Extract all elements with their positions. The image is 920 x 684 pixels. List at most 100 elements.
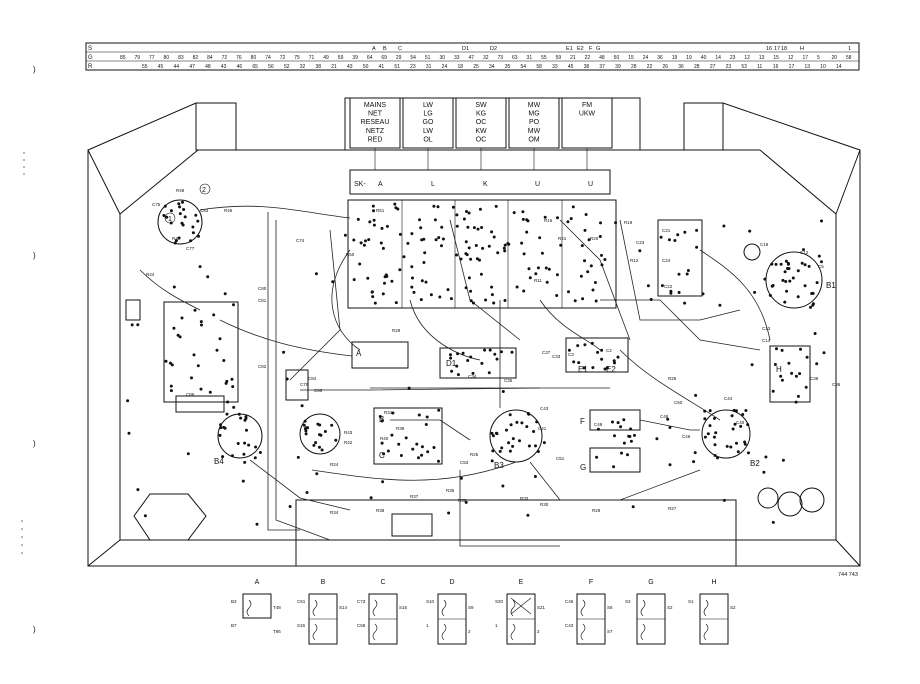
scale-top-mark: 16 [766,46,772,52]
solder-point [518,439,521,443]
component-label: C24 [662,258,671,263]
boards [125,219,811,541]
sub-board-label: S10 [426,599,435,604]
solder-point [181,200,184,204]
wiring [139,205,771,547]
solder-point [247,443,251,447]
solder-point [620,451,623,455]
solder-point [441,237,445,241]
scale-row-1-number: 59 [556,55,562,61]
sub-board-label: C58 [357,623,366,628]
solder-point [464,240,468,244]
solder-point [480,361,484,365]
solder-point [598,235,602,238]
solder-point [373,301,377,305]
solder-point [393,202,397,206]
solder-point [713,454,717,457]
solder-point [556,216,559,220]
solder-point [695,228,699,232]
switch-label-line: OC [476,136,487,143]
switch-label-line: RESEAU [361,119,390,126]
scale-row-2-number: 47 [189,64,195,70]
scale-top-mark: G [596,46,600,52]
sk-letter-4: U [588,181,593,188]
solder-point [222,359,226,362]
label-A: A [356,349,362,358]
solder-point [199,387,203,391]
scale-row-1-number: 22 [585,55,591,61]
component-label: C3 [568,352,574,357]
solder-point [668,426,672,429]
solder-point [194,213,198,217]
solder-point [692,460,696,464]
solder-point [668,463,672,467]
scale-top-mark: D2 [490,46,497,52]
solder-point [320,448,324,452]
component-label: R20 [590,236,599,241]
solder-point [258,451,262,454]
solder-point [522,289,526,293]
solder-point [799,347,802,351]
solder-point [526,513,530,517]
solder-point [594,299,598,303]
solder-point [162,214,166,217]
scale-row-1-number: 83 [178,55,184,61]
solder-point [191,225,195,229]
scale-row-1-number: 71 [309,55,315,61]
solder-point [493,352,497,356]
scale-row-1-number: 19 [686,55,692,61]
scale-top-mark: 1 [848,46,851,52]
solder-point [525,230,529,234]
solder-point [794,374,798,378]
component-label: C50 [674,400,683,405]
scale-row-label-1: G [88,55,93,61]
scale-row-1-number: 64 [367,55,373,61]
scale-row-2-number: 39 [615,64,621,70]
solder-point [358,262,362,266]
solder-point [479,272,483,276]
solder-point [304,426,308,430]
svg-text:): ) [33,65,36,74]
solder-point [667,238,671,242]
solder-point [169,384,173,388]
solder-point [683,301,687,305]
solder-point [380,419,384,423]
solder-point [245,428,248,432]
solder-point [390,433,394,437]
solder-point [511,444,515,448]
solder-point [200,323,203,327]
solder-point [786,262,790,266]
solder-point [770,262,774,266]
solder-point [450,369,454,373]
sub-board-label: T86 [273,629,281,634]
solder-point [304,429,308,433]
sub-board-label: C73 [357,599,366,604]
solder-point [410,232,414,236]
component-label: C34 [468,374,477,379]
scale-row-1-number: 15 [773,55,779,61]
solder-point [446,288,450,292]
scale-row-2-number: 21 [331,64,337,70]
solder-point [503,243,507,247]
scale-row-1-number: 54 [410,55,416,61]
component-label: C84 [308,376,317,381]
solder-point [424,423,428,426]
solder-point [803,263,807,267]
solder-point [230,377,234,381]
solder-point [232,303,235,307]
scale-row-2-number: 35 [505,64,511,70]
solder-point [180,221,184,225]
solder-point [379,241,383,245]
sk-letter-2: K [483,181,488,188]
solder-point [746,423,750,427]
sub-board-details: AB3T48B7T86BC51S14S15CC73S16C58DS10S912E… [231,579,736,645]
scale-row-2-number: 14 [836,64,842,70]
component-label: R21 [558,236,567,241]
solder-point [487,371,491,375]
solder-point [616,421,620,425]
component-label: C36 [832,382,841,387]
solder-point [169,389,173,393]
